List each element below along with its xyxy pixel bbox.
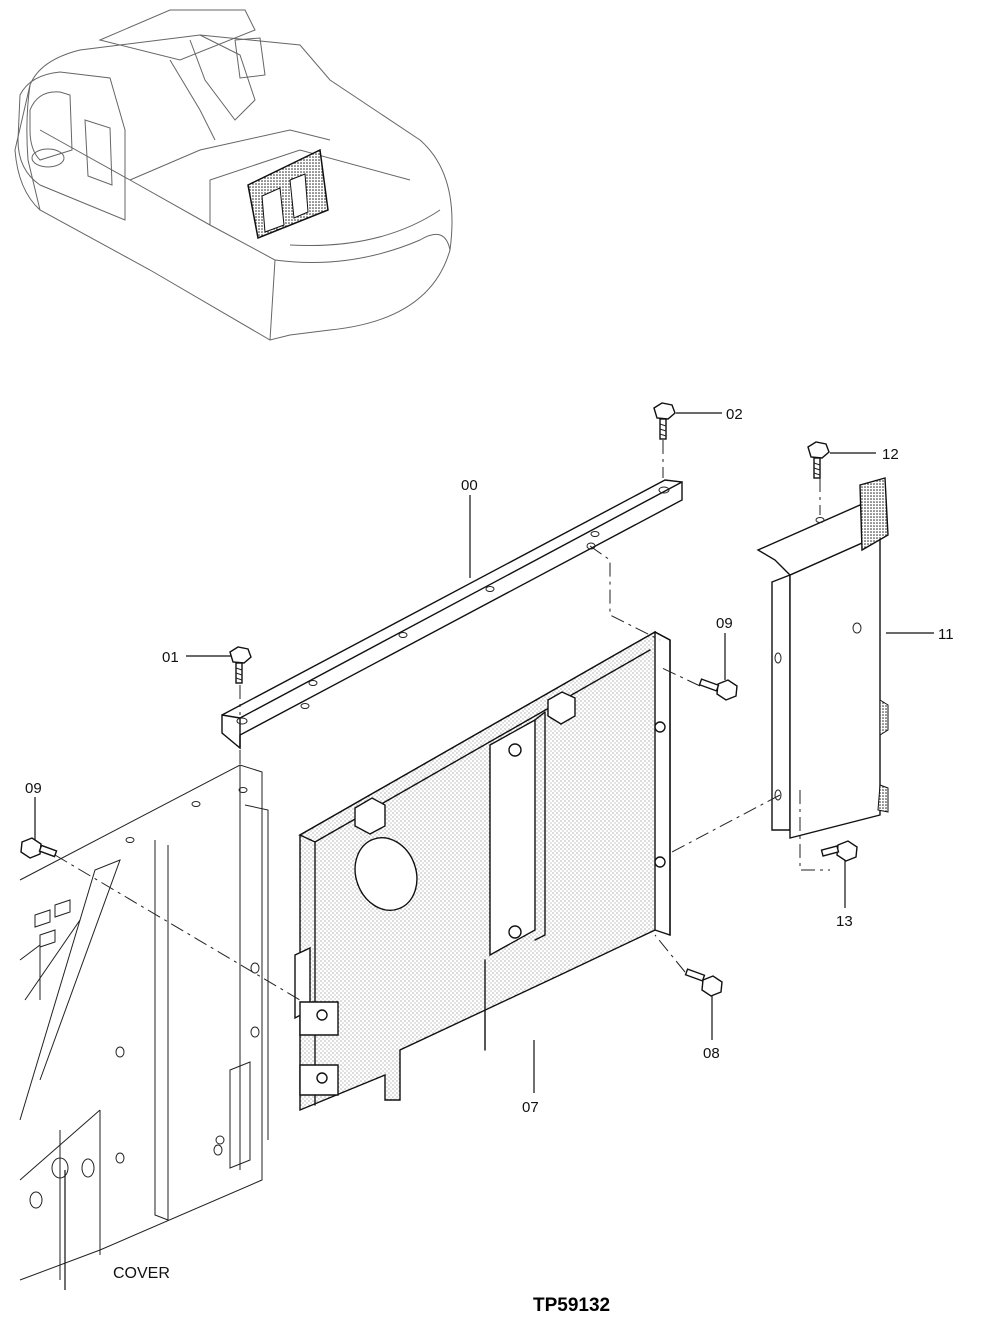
callout-13: 13 [836,913,853,930]
callout-09-right: 09 [716,615,733,632]
panel-bolts [316,721,666,1084]
bolt-09-right [698,678,738,701]
callout-01: 01 [162,649,179,666]
callout-labels: 00 01 02 07 08 09 09 11 12 13 [25,406,954,1116]
bolt-09-left [20,837,58,859]
assembly-lines [54,440,830,1001]
part-00-angle-bracket [221,479,683,750]
bolt-01 [229,646,252,684]
part-07-cover-panel [294,630,671,1112]
locator-highlight-panel [247,148,329,240]
callout-11: 11 [938,626,954,643]
callout-02: 02 [726,406,743,423]
part-11-side-bracket [756,477,889,839]
bolt-12 [807,441,830,479]
callout-leaders [34,412,934,1290]
bolt-08 [684,968,723,997]
bolt-13 [820,840,858,862]
drawing-number: TP59132 [533,1295,610,1316]
callout-00: 00 [461,477,478,494]
machine-frame-cutaway [19,764,269,1281]
callout-09-left: 09 [25,780,42,797]
callout-12: 12 [882,446,899,463]
reference-label-cover: COVER [113,1265,170,1282]
callout-08: 08 [703,1045,720,1062]
callout-07: 07 [522,1099,539,1116]
bolt-02 [653,402,676,440]
excavator-locator-view [14,9,453,341]
